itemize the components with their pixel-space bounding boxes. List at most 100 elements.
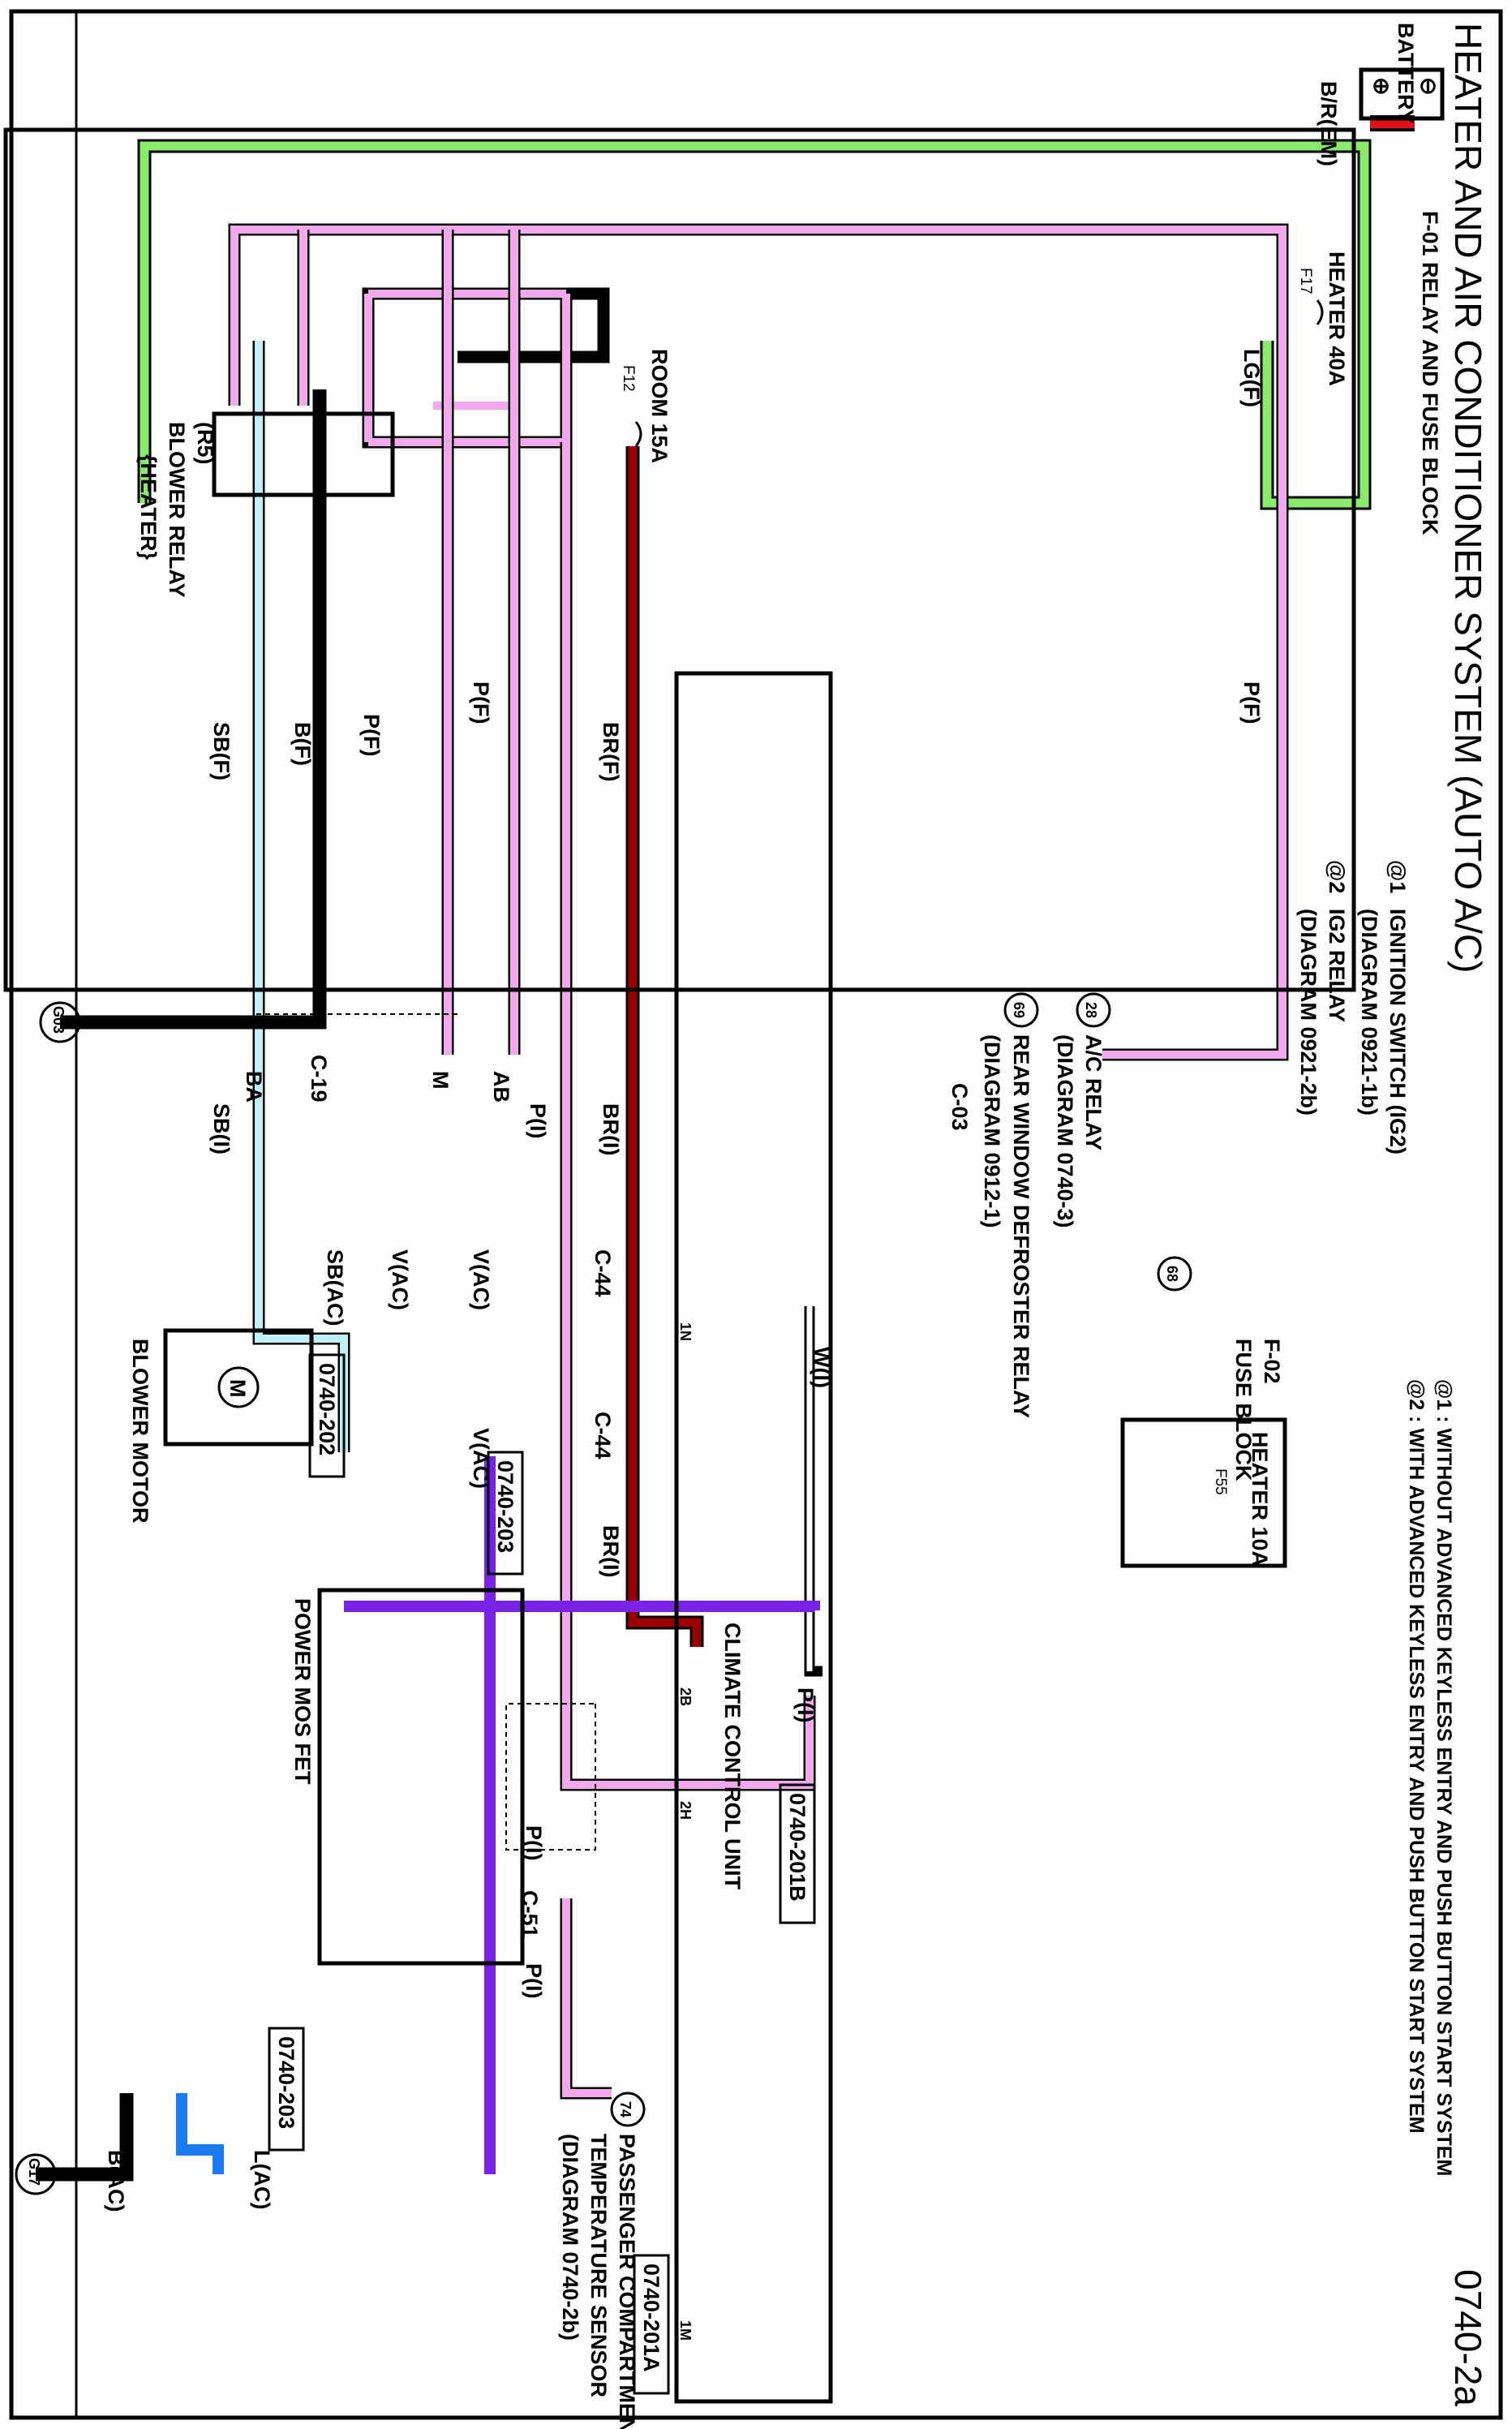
fuse-heater40-symbol bbox=[1316, 299, 1324, 325]
ign-a1-name: IGNITION SWITCH (IG2) bbox=[1385, 909, 1410, 1154]
blower-motor: M BLOWER MOTOR bbox=[128, 1328, 314, 1523]
rear-defroster-ref-num: 69 bbox=[1011, 1002, 1027, 1018]
wire-label-b-f: B(F) bbox=[290, 722, 315, 766]
grounds: G03 G17 bbox=[15, 1001, 81, 2195]
ign-a1: @1 bbox=[1385, 860, 1410, 893]
rear-defroster-ref-circle bbox=[1003, 992, 1039, 1028]
connectors: C-03 C-19 C-44 C-44 C-51 AB M BA 1N 1M 2… bbox=[242, 1055, 972, 2341]
f01-relay-fuse-block bbox=[3, 127, 1356, 992]
battery-plus-symbol: ⊕ bbox=[1369, 77, 1394, 96]
wire-label-sb-f: SB(F) bbox=[209, 722, 234, 780]
f01-label: F-01 RELAY AND FUSE BLOCK bbox=[1418, 211, 1442, 535]
ground-g03-label: G03 bbox=[50, 1006, 67, 1034]
fuse-room15-symbol bbox=[634, 421, 642, 447]
wire-label-v-ac-2: V(AC) bbox=[469, 1249, 493, 1310]
blower-relay-body bbox=[212, 411, 395, 497]
wire-label-br-f: BR(F) bbox=[599, 722, 623, 781]
connector-pin-2b: 2B bbox=[677, 1687, 694, 1706]
reference-boxes: 0740-202 0740-203 0740-203 0740-201A 074… bbox=[268, 1353, 816, 2395]
fuse-heater40-label: HEATER 40A bbox=[1325, 251, 1349, 386]
blower-motor-label: BLOWER MOTOR bbox=[128, 1339, 152, 1523]
wire-label-v-ac-1: V(AC) bbox=[388, 1249, 412, 1310]
rear-defroster-label: REAR WINDOW DEFROSTER RELAY bbox=[1009, 1034, 1033, 1418]
wires bbox=[36, 11, 1415, 2418]
note-2: @2 : WITH ADVANCED KEYLESS ENTRY AND PUS… bbox=[1405, 1379, 1428, 2134]
temp-sensor-label-2: TEMPERATURE SENSOR bbox=[586, 2134, 611, 2397]
connector-pin-ab: AB bbox=[489, 1071, 513, 1103]
refbox-202: 0740-202 bbox=[315, 1363, 339, 1455]
page-border bbox=[9, 9, 1503, 2420]
wire-labels: B/R(EM) LG(F) P(F) P(F) P(F) SB(F) B(F) … bbox=[104, 81, 1341, 2212]
wire-pi-f02-outline bbox=[571, 1696, 816, 1791]
ign-ref-num: 68 bbox=[1164, 1266, 1180, 1282]
rear-defroster-diagram: (DIAGRAM 0912-1) bbox=[980, 1034, 1004, 1228]
refbox-203-b-frame bbox=[268, 2027, 305, 2152]
battery-label: BATTERY bbox=[1394, 23, 1418, 124]
ac-relay-ref-circle bbox=[1076, 992, 1111, 1028]
battery: ⊖ ⊕ BATTERY bbox=[1359, 23, 1445, 124]
ac-relay-diagram: (DIAGRAM 0740-3) bbox=[1053, 1034, 1077, 1228]
blower-relay-code: (R5) bbox=[193, 422, 217, 465]
ac-relay-ref-num: 28 bbox=[1083, 1002, 1099, 1018]
ground-g03-symbol bbox=[39, 1001, 81, 1043]
battery-minus-symbol: ⊖ bbox=[1416, 77, 1441, 96]
ign-a2-diag: (DIAGRAM 0921-2b) bbox=[1296, 909, 1321, 1116]
connector-c44-a: C-44 bbox=[591, 1249, 615, 1297]
ignition-ref: @1 IGNITION SWITCH (IG2) (DIAGRAM 0921-1… bbox=[1157, 860, 1410, 1292]
wire-label-br-i-1: BR(I) bbox=[599, 1103, 623, 1155]
temp-sensor-ref-circle bbox=[610, 2092, 646, 2127]
wire-label-sb-i: SB(I) bbox=[209, 1103, 234, 1154]
page-number: 0740-2a bbox=[1447, 2269, 1489, 2406]
wire-label-sb-ac: SB(AC) bbox=[323, 1249, 347, 1326]
fuse-room15-code: F12 bbox=[620, 365, 637, 392]
ign-a2-name: IG2 RELAY bbox=[1325, 909, 1349, 1022]
power-mos-fet-body bbox=[317, 1588, 525, 1966]
temp-sensor-ref: 74 PASSENGER COMPARTMENT TEMPERATURE SEN… bbox=[558, 2092, 646, 2429]
fuse-room15-label: ROOM 15A bbox=[647, 349, 672, 463]
motor-symbol: M bbox=[226, 1379, 250, 1398]
refbox-201a-frame bbox=[633, 2254, 670, 2395]
ign-ref-circle bbox=[1157, 1256, 1192, 1292]
wire-label-p-i-3: P(I) bbox=[522, 1963, 546, 1999]
connector-c51: C-51 bbox=[518, 1890, 542, 1938]
blower-relay-sub: {HEATER} bbox=[136, 454, 161, 561]
wire-pi-sensor-outline bbox=[560, 1898, 612, 2100]
ground-g17-label: G17 bbox=[26, 2158, 42, 2186]
f02-fuse-code: F55 bbox=[1212, 1468, 1229, 1495]
wire-label-p-i-2: P(I) bbox=[522, 1825, 546, 1861]
connector-pin-ba: BA bbox=[242, 1071, 266, 1103]
f02-body bbox=[1120, 1417, 1287, 1568]
ac-relay-label: A/C RELAY bbox=[1081, 1034, 1106, 1150]
wire-l-ac bbox=[176, 2093, 224, 2174]
rear-defroster-ref: 69 REAR WINDOW DEFROSTER RELAY (DIAGRAM … bbox=[980, 992, 1039, 1418]
wire-label-p-f-2: P(F) bbox=[469, 681, 493, 724]
wire-label-l-ac: L(AC) bbox=[250, 2150, 274, 2209]
refbox-201b-frame bbox=[779, 1783, 816, 1924]
refbox-203-b: 0740-203 bbox=[274, 2036, 299, 2129]
refbox-201a: 0740-201A bbox=[639, 2263, 664, 2372]
climate-control-unit: CLIMATE CONTROL UNIT bbox=[674, 671, 833, 2404]
connector-c03: C-03 bbox=[947, 1083, 972, 1131]
wire-label-p-i-4: P(I) bbox=[793, 1687, 818, 1723]
refbox-203-a-frame bbox=[487, 1451, 524, 1576]
connector-pin-2h: 2H bbox=[677, 1801, 694, 1820]
connector-pin-m: M bbox=[428, 1071, 453, 1090]
wire-label-lg-f: LG(F) bbox=[1239, 349, 1264, 407]
refbox-202-frame bbox=[308, 1353, 346, 1478]
connector-c19: C-19 bbox=[307, 1055, 331, 1103]
ground-g17-symbol bbox=[15, 2153, 57, 2195]
power-mos-fet: POWER MOS FET bbox=[290, 1588, 525, 1966]
connector-pin-1n: 1N bbox=[677, 1322, 694, 1341]
ign-a2: @2 bbox=[1325, 860, 1349, 893]
power-mos-fet-label: POWER MOS FET bbox=[290, 1598, 315, 1785]
connector-c44-b: C-44 bbox=[591, 1412, 615, 1460]
wire-label-p-i-1: P(I) bbox=[526, 1103, 550, 1139]
connector-pin-1m: 1M bbox=[677, 2320, 694, 2341]
f02-name: FUSE BLOCK bbox=[1231, 1339, 1256, 1481]
wire-lg-outline bbox=[137, 139, 1372, 510]
refbox-203-a: 0740-203 bbox=[493, 1460, 518, 1553]
wire-pf-outer-outline bbox=[228, 223, 1289, 1061]
